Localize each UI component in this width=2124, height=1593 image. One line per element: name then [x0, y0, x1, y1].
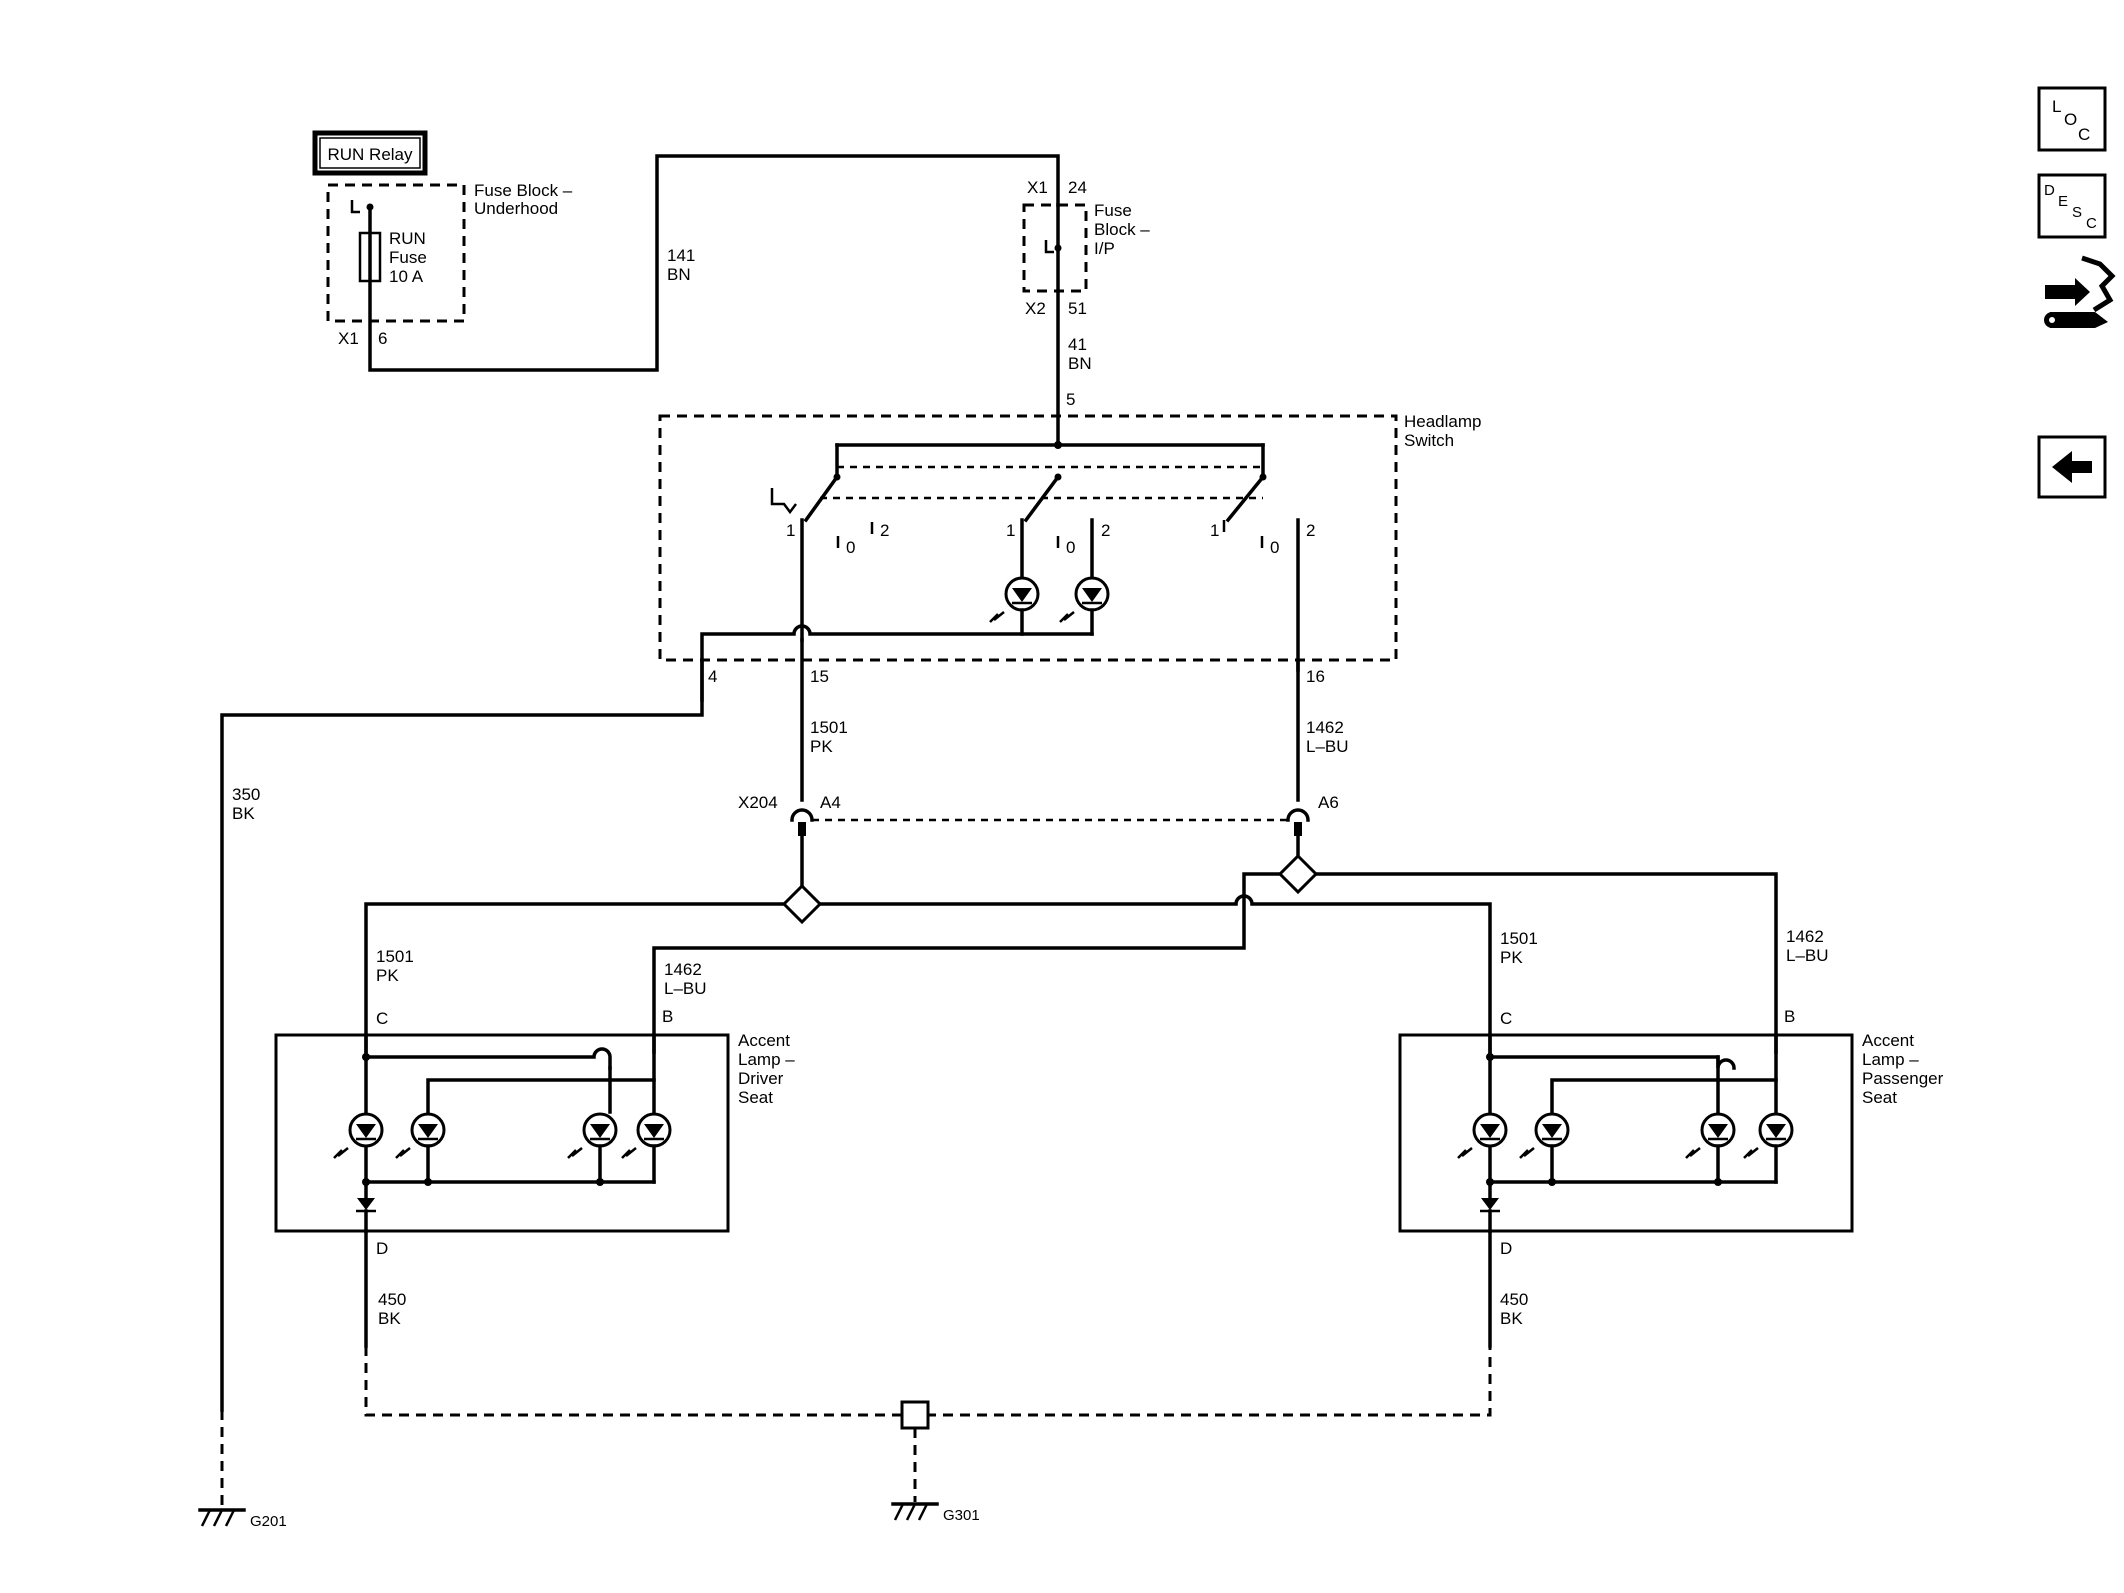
- switch-led-2: [1059, 576, 1110, 623]
- driver-pin-c: C: [376, 1009, 388, 1028]
- pin-a6-label: A6: [1318, 793, 1339, 812]
- passenger-led-2: [1519, 1112, 1570, 1159]
- pin-a4-label: A4: [820, 793, 841, 812]
- splice-1462: [1277, 853, 1319, 895]
- accent-lamp-passenger-label: Accent Lamp – Passenger Seat: [1862, 1031, 1948, 1107]
- sw2-pos-0: 0: [1066, 538, 1075, 557]
- driver-wire-450-label: 450 BK: [378, 1290, 411, 1328]
- desc-letter-c: C: [2086, 215, 2097, 232]
- pass-pin-d: D: [1500, 1239, 1512, 1258]
- sw3-pos-1: 1: [1210, 521, 1219, 540]
- sw3-pos-0: 0: [1270, 538, 1279, 557]
- headlamp-pin-15: 15: [810, 667, 829, 686]
- wire-1501-top-label: 1501 PK: [810, 718, 853, 756]
- run-fuse-label: RUN Fuse 10 A: [389, 229, 432, 286]
- headlamp-pin-16: 16: [1306, 667, 1325, 686]
- sw3-pos-2: 2: [1306, 521, 1315, 540]
- fuse-ip-bottom-connector: X2: [1025, 299, 1046, 318]
- ground-g201: G201: [198, 1508, 287, 1530]
- run-relay: RUN Relay: [312, 130, 428, 176]
- headlamp-switch-label: Headlamp Switch: [1404, 412, 1486, 450]
- connector-tool-icon[interactable]: [2044, 255, 2116, 328]
- splice-1501: [781, 883, 823, 925]
- pass-pin-b: B: [1784, 1007, 1795, 1026]
- fuse-ip-top-pin: 24: [1068, 178, 1087, 197]
- fuse-ip-bottom-pin: 51: [1068, 299, 1087, 318]
- wire-350-label: 350 BK: [232, 785, 265, 823]
- headlamp-switch: Headlamp Switch 1 0 2 1 0 2 1: [658, 412, 1486, 702]
- wire-1462-top-label: 1462 L–BU: [1306, 718, 1349, 756]
- driver-pin-b: B: [662, 1007, 673, 1026]
- fuse-block-underhood-label: Fuse Block – Underhood: [474, 181, 577, 218]
- sw1-pos-1: 1: [786, 521, 795, 540]
- driver-wire-1462-label: 1462 L–BU: [664, 960, 707, 998]
- loc-letter-o: O: [2064, 110, 2077, 129]
- loc-letter-c: C: [2078, 125, 2090, 144]
- sw1-pos-0: 0: [846, 538, 855, 557]
- sw2-pos-2: 2: [1101, 521, 1110, 540]
- driver-pin-d: D: [376, 1239, 388, 1258]
- loc-button[interactable]: L O C: [2037, 86, 2107, 152]
- driver-led-4: [621, 1112, 672, 1159]
- headlamp-pin-4: 4: [708, 667, 717, 686]
- x204-label: X204: [738, 793, 778, 812]
- underhood-pin-label: 6: [378, 329, 387, 348]
- fuse-block-ip-label: Fuse Block – I/P: [1094, 201, 1154, 258]
- wire-141-label: 141 BN: [667, 246, 700, 284]
- switch-led-1: [989, 576, 1040, 623]
- desc-letter-e: E: [2058, 193, 2068, 210]
- accent-lamp-driver-seat: Accent Lamp – Driver Seat: [274, 1031, 799, 1233]
- passenger-led-4: [1743, 1112, 1794, 1159]
- pass-wire-450-label: 450 BK: [1500, 1290, 1533, 1328]
- pass-wire-1501-label: 1501 PK: [1500, 929, 1543, 967]
- headlamp-pin-5: 5: [1066, 390, 1075, 409]
- driver-led-1: [333, 1112, 384, 1159]
- back-arrow-icon[interactable]: [2037, 435, 2107, 499]
- loc-letter-l: L: [2052, 97, 2061, 116]
- pass-pin-c: C: [1500, 1009, 1512, 1028]
- driver-wire-1501-label: 1501 PK: [376, 947, 419, 985]
- desc-letter-s: S: [2072, 204, 2082, 221]
- run-relay-label: RUN Relay: [327, 145, 413, 164]
- passenger-led-3: [1685, 1112, 1736, 1159]
- ground-g301-label: G301: [943, 1507, 980, 1524]
- accent-lamp-driver-label: Accent Lamp – Driver Seat: [738, 1031, 799, 1107]
- accent-lamp-passenger-seat: Accent Lamp – Passenger Seat: [1398, 1031, 1948, 1233]
- ground-splice: [900, 1400, 930, 1430]
- fuse-block-ip: X1 24 Fuse Block – I/P X2 51: [1022, 178, 1154, 318]
- passenger-led-1: [1457, 1112, 1508, 1159]
- desc-button[interactable]: D E S C: [2037, 173, 2107, 239]
- sw2-pos-1: 1: [1006, 521, 1015, 540]
- desc-letter-d: D: [2044, 182, 2055, 199]
- driver-led-3: [567, 1112, 618, 1159]
- ground-g201-label: G201: [250, 1513, 287, 1530]
- fuse-ip-top-connector: X1: [1027, 178, 1048, 197]
- x204-connector: X204 A4 A6: [738, 793, 1339, 836]
- pass-wire-1462-label: 1462 L–BU: [1786, 927, 1829, 965]
- sw1-pos-2: 2: [880, 521, 889, 540]
- underhood-connector-label: X1: [338, 329, 359, 348]
- ground-g301: G301: [891, 1502, 980, 1524]
- fuse-block-underhood: Fuse Block – Underhood RUN Fuse 10 A X1 …: [326, 181, 577, 348]
- driver-led-2: [395, 1112, 446, 1159]
- wire-41-label: 41 BN: [1068, 335, 1092, 373]
